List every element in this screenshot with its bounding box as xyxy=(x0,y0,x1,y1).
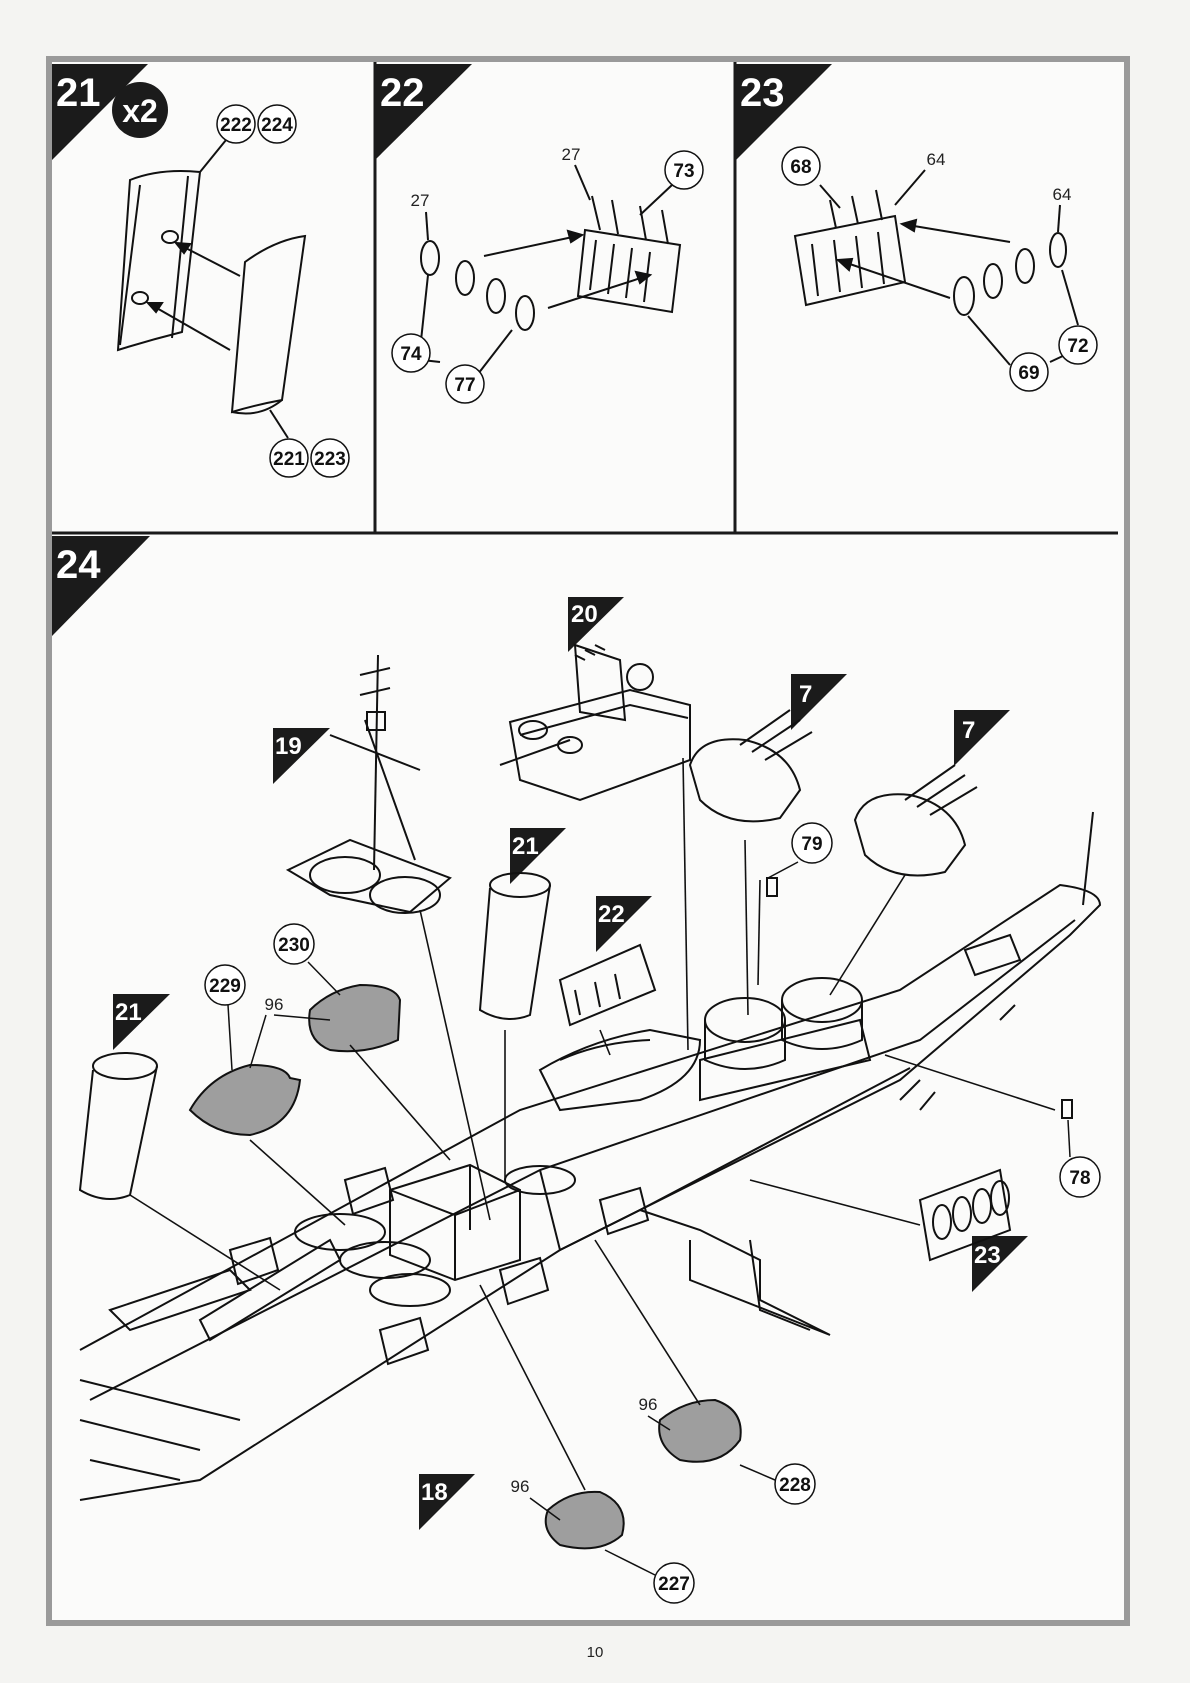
tag-22: 22 xyxy=(598,901,625,928)
callout-72: 72 xyxy=(1067,336,1088,357)
part-64-label-a: 64 xyxy=(927,150,946,169)
ship-hull-drawing xyxy=(80,812,1100,1500)
tag-21-b: 21 xyxy=(115,999,142,1026)
tag-7-a: 7 xyxy=(799,681,812,708)
part-27-label-b: 27 xyxy=(411,191,430,210)
callout-73: 73 xyxy=(673,161,694,182)
step-21-drawing xyxy=(118,140,305,438)
tag-20: 20 xyxy=(571,601,598,628)
step-22-callouts: 73 74 77 xyxy=(392,151,703,403)
part-64-label-b: 64 xyxy=(1053,185,1072,204)
step-23-panel: 23 64 64 xyxy=(736,64,1097,391)
part-27-label-a: 27 xyxy=(562,145,581,164)
small-racks xyxy=(560,878,1072,1260)
callout-224: 224 xyxy=(261,115,293,136)
step-23-callouts: 68 72 69 xyxy=(782,147,1097,391)
callout-221: 221 xyxy=(273,449,305,470)
tag-21-a: 21 xyxy=(512,833,539,860)
callout-77: 77 xyxy=(454,375,475,396)
step-23-number: 23 xyxy=(740,71,785,115)
step-21-number: 21 xyxy=(56,71,101,115)
callout-227: 227 xyxy=(658,1574,690,1595)
page-number: 10 xyxy=(0,1644,1190,1661)
callout-74: 74 xyxy=(400,344,422,365)
step-24-number: 24 xyxy=(56,543,101,587)
tag-23: 23 xyxy=(974,1242,1001,1269)
callout-228: 228 xyxy=(779,1475,811,1496)
part-96-label-c: 96 xyxy=(511,1477,530,1496)
callout-230: 230 xyxy=(278,935,310,956)
tag-18: 18 xyxy=(421,1479,448,1506)
step-21-callouts: 222 224 221 223 xyxy=(217,105,349,477)
grey-parts xyxy=(190,985,741,1548)
multiplier-label: x2 xyxy=(122,93,158,129)
callout-68: 68 xyxy=(790,157,811,178)
step-22-number: 22 xyxy=(380,71,425,115)
callout-229: 229 xyxy=(209,976,241,997)
callout-222: 222 xyxy=(220,115,252,136)
step-22-panel: 22 27 27 xyxy=(375,64,703,403)
step-21-panel: 21 x2 222 224 xyxy=(52,64,349,477)
callout-78: 78 xyxy=(1069,1168,1090,1189)
step-24-callouts: 79 230 229 78 228 227 xyxy=(205,823,1100,1603)
part-96-label-a: 96 xyxy=(265,995,284,1014)
part-96-label-b: 96 xyxy=(639,1395,658,1414)
tag-19: 19 xyxy=(275,733,302,760)
callout-69: 69 xyxy=(1018,363,1039,384)
main-turrets xyxy=(690,710,977,876)
tag-7-b: 7 xyxy=(962,717,975,744)
step-24-panel: 24 20 7 7 19 21 21 22 23 18 xyxy=(52,536,1100,1603)
callout-223: 223 xyxy=(314,449,346,470)
mast-subassembly xyxy=(288,655,450,913)
step-23-drawing xyxy=(795,170,1078,365)
bridge-subassembly xyxy=(500,645,690,800)
step-22-drawing xyxy=(420,165,680,374)
callout-79: 79 xyxy=(801,834,822,855)
